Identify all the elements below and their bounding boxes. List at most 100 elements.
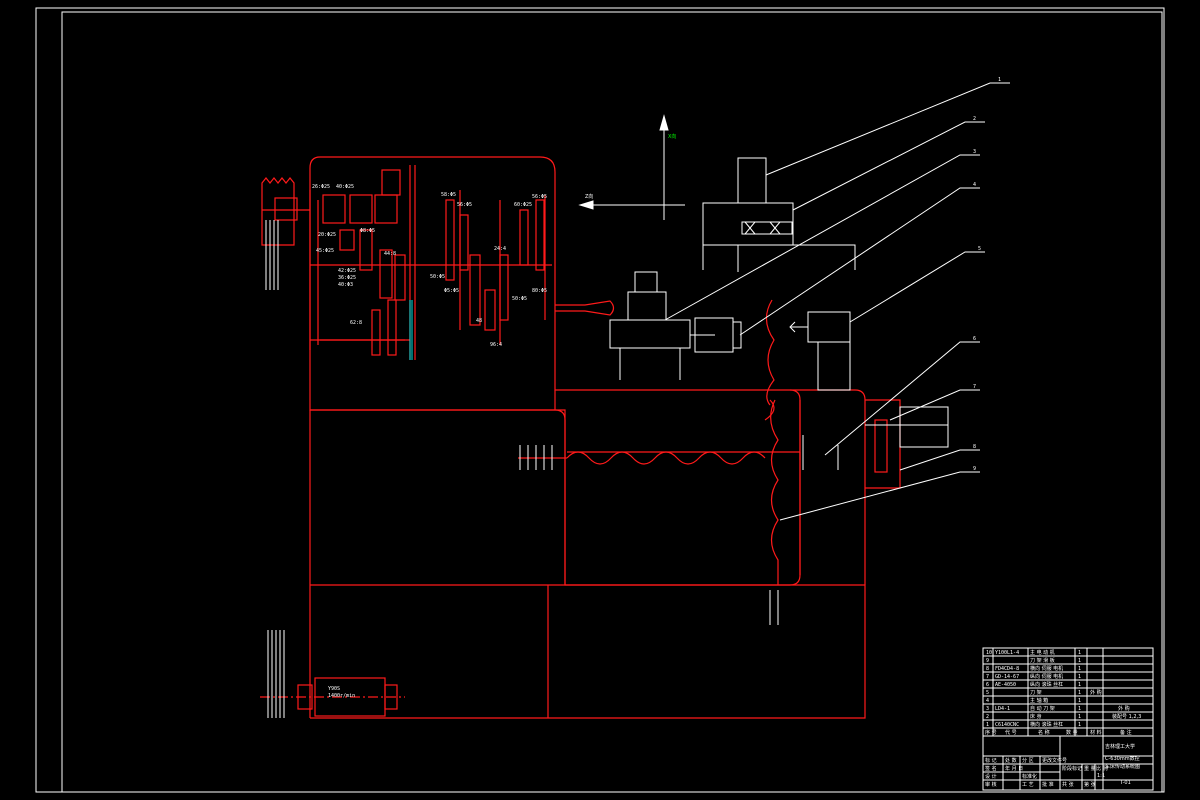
svg-text:56:Φ5: 56:Φ5 [457, 202, 472, 208]
part-row: 5 刀 架 1 [986, 690, 1081, 696]
svg-text:3: 3 [986, 706, 989, 712]
svg-text:3: 3 [973, 149, 976, 155]
drawing-number: T-01 [1119, 780, 1131, 786]
svg-text:1: 1 [1078, 706, 1081, 712]
svg-text:4: 4 [973, 182, 976, 188]
svg-text:1: 1 [998, 77, 1001, 83]
svg-text:1: 1 [1078, 666, 1081, 672]
svg-text:6: 6 [973, 336, 976, 342]
drawing-title-1: C-630mm数控 [1105, 755, 1140, 762]
svg-text:20:Φ25: 20:Φ25 [318, 232, 336, 238]
svg-text:5: 5 [986, 690, 989, 696]
svg-text:50:Φ5: 50:Φ5 [430, 274, 445, 280]
svg-text:62:8: 62:8 [350, 320, 362, 326]
part-row: 7 GD-14-67 纵向 伺服 电机 1 [986, 673, 1081, 680]
svg-text:9: 9 [986, 658, 989, 664]
gear-labels: 26:Φ25 40:Φ25 58:Φ5 56:Φ5 60:Φ25 56:Φ5 2… [312, 184, 547, 348]
svg-text:材 料: 材 料 [1090, 729, 1102, 736]
svg-text:装配号 1,2,3: 装配号 1,2,3 [1112, 713, 1141, 720]
remarks: 外 购 外 购 装配号 1,2,3 [1090, 689, 1141, 720]
svg-text:横向 伺服 电机: 横向 伺服 电机 [1030, 665, 1063, 672]
svg-text:96:4: 96:4 [490, 342, 502, 348]
svg-text:4: 4 [986, 698, 989, 704]
part-row: 3 LD4-1 自 动 刀 架 1 [986, 705, 1081, 712]
svg-text:床 身: 床 身 [1030, 713, 1042, 720]
svg-text:26:Φ25: 26:Φ25 [312, 184, 330, 190]
svg-text:8: 8 [973, 444, 976, 450]
svg-text:刀 架 滑 板: 刀 架 滑 板 [1030, 657, 1055, 664]
leader-numbers: 1 2 3 4 5 6 7 8 9 [973, 77, 1001, 472]
motor-label-1: Y90S [328, 686, 340, 692]
svg-text:45:Φ25: 45:Φ25 [316, 248, 334, 254]
svg-text:数 量: 数 量 [1066, 729, 1078, 736]
part-row: 8 FD4CD4-8 横向 伺服 电机 1 [986, 665, 1081, 672]
svg-text:阶段标记: 阶段标记 [1062, 765, 1082, 772]
svg-text:24:4: 24:4 [494, 246, 506, 252]
svg-text:设 计: 设 计 [985, 773, 997, 780]
svg-text:9: 9 [973, 466, 976, 472]
svg-text:50:Φ5: 50:Φ5 [512, 296, 527, 302]
cyan-shaft [409, 300, 413, 360]
motor-label-2: 1400r/min [328, 693, 355, 699]
svg-text:标 记: 标 记 [985, 757, 997, 764]
svg-text:1: 1 [1078, 682, 1081, 688]
title-block [982, 647, 1154, 791]
svg-text:代 号: 代 号 [1005, 729, 1017, 736]
svg-text:FD4CD4-8: FD4CD4-8 [995, 666, 1019, 672]
parts-list: 10 Y100L1-4 主 电 动 机 1 9 刀 架 滑 板 1 8 FD4C… [986, 649, 1081, 728]
svg-text:备 注: 备 注 [1120, 729, 1132, 736]
svg-text:2: 2 [986, 714, 989, 720]
svg-text:48: 48 [476, 318, 482, 324]
svg-text:42:Φ25: 42:Φ25 [338, 268, 356, 274]
svg-text:C6140CNC: C6140CNC [995, 722, 1019, 728]
drawing-title-2: 车床传动系统图 [1105, 763, 1140, 770]
svg-text:Y100L1-4: Y100L1-4 [995, 650, 1019, 656]
svg-text:年 月 日: 年 月 日 [1005, 765, 1023, 772]
svg-text:重 量: 重 量 [1084, 765, 1096, 772]
svg-text:8: 8 [986, 666, 989, 672]
svg-text:40:Φ3: 40:Φ3 [338, 282, 353, 288]
part-row: 4 主 轴 箱 1 [986, 697, 1081, 704]
bearing-markers [519, 435, 839, 625]
svg-text:44:8: 44:8 [384, 251, 396, 257]
svg-text:10: 10 [986, 650, 992, 656]
svg-text:1: 1 [1078, 722, 1081, 728]
svg-text:40:Φ25: 40:Φ25 [336, 184, 354, 190]
svg-text:AE-4050: AE-4050 [995, 682, 1016, 688]
svg-text:1: 1 [1078, 674, 1081, 680]
part-row: 9 刀 架 滑 板 1 [986, 657, 1081, 664]
part-row: 6 AE-4050 纵向 滚珠 丝杠 1 [986, 681, 1081, 688]
svg-text:主 电 动 机: 主 电 动 机 [1030, 649, 1055, 656]
svg-text:外 购: 外 购 [1090, 689, 1102, 696]
svg-text:60:Φ25: 60:Φ25 [514, 202, 532, 208]
svg-text:Φ5:Φ5: Φ5:Φ5 [444, 288, 459, 294]
svg-text:36:Φ25: 36:Φ25 [338, 275, 356, 281]
svg-text:58:Φ5: 58:Φ5 [441, 192, 456, 198]
scale-value: 1:1 [1097, 773, 1105, 779]
svg-text:签 名: 签 名 [985, 765, 997, 772]
svg-text:横向 滚珠 丝杠: 横向 滚珠 丝杠 [1030, 721, 1063, 728]
svg-text:批 准: 批 准 [1042, 781, 1054, 788]
svg-text:80:Φ5: 80:Φ5 [532, 288, 547, 294]
svg-text:审 核: 审 核 [985, 781, 997, 788]
svg-text:1: 1 [1078, 690, 1081, 696]
machine-body [260, 156, 901, 719]
svg-text:标准化: 标准化 [1022, 773, 1037, 780]
svg-text:7: 7 [986, 674, 989, 680]
school-name: 吉林理工大学 [1105, 743, 1135, 750]
svg-text:纵向 滚珠 丝杠: 纵向 滚珠 丝杠 [1030, 681, 1063, 688]
svg-text:1: 1 [1078, 658, 1081, 664]
svg-text:GD-14-67: GD-14-67 [995, 674, 1019, 680]
table-header: 序 号 代 号 名 称 数 量 材 料 备 注 [985, 729, 1132, 736]
part-row: 2 床 身 1 [986, 713, 1081, 720]
svg-text:Φ8:Φ5: Φ8:Φ5 [360, 228, 375, 234]
svg-text:自 动 刀 架: 自 动 刀 架 [1030, 705, 1055, 712]
svg-text:1: 1 [1078, 714, 1081, 720]
svg-text:名 称: 名 称 [1038, 729, 1050, 736]
part-row: 1 C6140CNC 横向 滚珠 丝杠 1 [986, 721, 1081, 728]
part-row: 10 Y100L1-4 主 电 动 机 1 [986, 649, 1081, 656]
svg-text:分 区: 分 区 [1022, 757, 1034, 764]
svg-text:处 数: 处 数 [1005, 757, 1017, 764]
inner-border [61, 11, 1163, 793]
svg-text:第 张: 第 张 [1084, 781, 1096, 788]
